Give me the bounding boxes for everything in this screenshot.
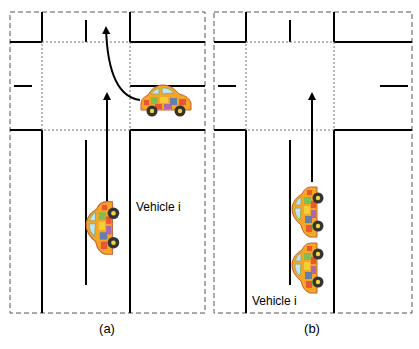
- intersection-zone: [246, 42, 334, 130]
- road-lines: [10, 12, 205, 313]
- vehicle-label: Vehicle i: [136, 200, 181, 214]
- car-icon: [86, 202, 119, 255]
- cars: [86, 85, 323, 293]
- road-lines: [214, 12, 412, 313]
- car-icon: [292, 243, 324, 293]
- motion-arrow: [311, 94, 313, 182]
- panel-label: (a): [99, 322, 115, 336]
- panel-frame: [10, 12, 205, 313]
- motion-arrow: [106, 28, 140, 100]
- car-icon: [141, 85, 191, 117]
- panel-frame: [214, 12, 412, 313]
- motion-arrow: [106, 94, 108, 205]
- vehicle-label: Vehicle i: [252, 294, 297, 308]
- panel-label: (b): [304, 322, 320, 336]
- intersection-zone: [42, 42, 130, 130]
- car-icon: [292, 187, 324, 237]
